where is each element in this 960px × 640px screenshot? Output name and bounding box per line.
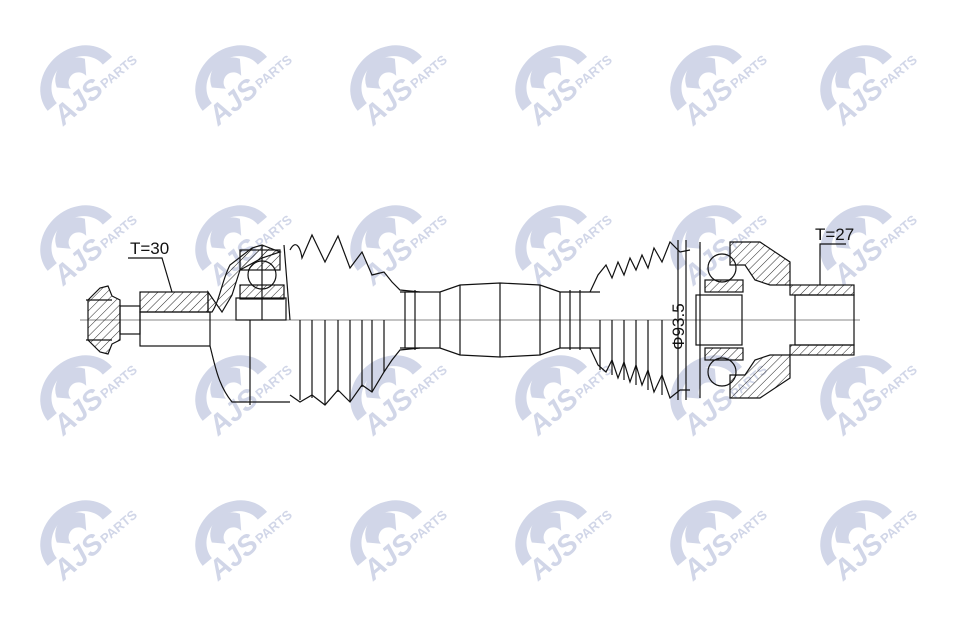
leader-left xyxy=(128,257,173,293)
left-boot xyxy=(289,233,421,406)
right-spline-label: T=27 xyxy=(815,225,854,244)
left-spline-label: T=30 xyxy=(130,239,169,258)
intermediate-shaft xyxy=(400,282,600,358)
right-stub-shaft xyxy=(789,284,855,356)
right-boot xyxy=(589,240,691,399)
left-stub-shaft xyxy=(119,291,211,347)
left-cv-joint xyxy=(207,244,291,405)
diameter-label: Φ93.5 xyxy=(669,303,688,350)
left-nut xyxy=(86,285,121,355)
leader-right xyxy=(819,243,846,285)
right-cv-joint xyxy=(685,240,791,400)
